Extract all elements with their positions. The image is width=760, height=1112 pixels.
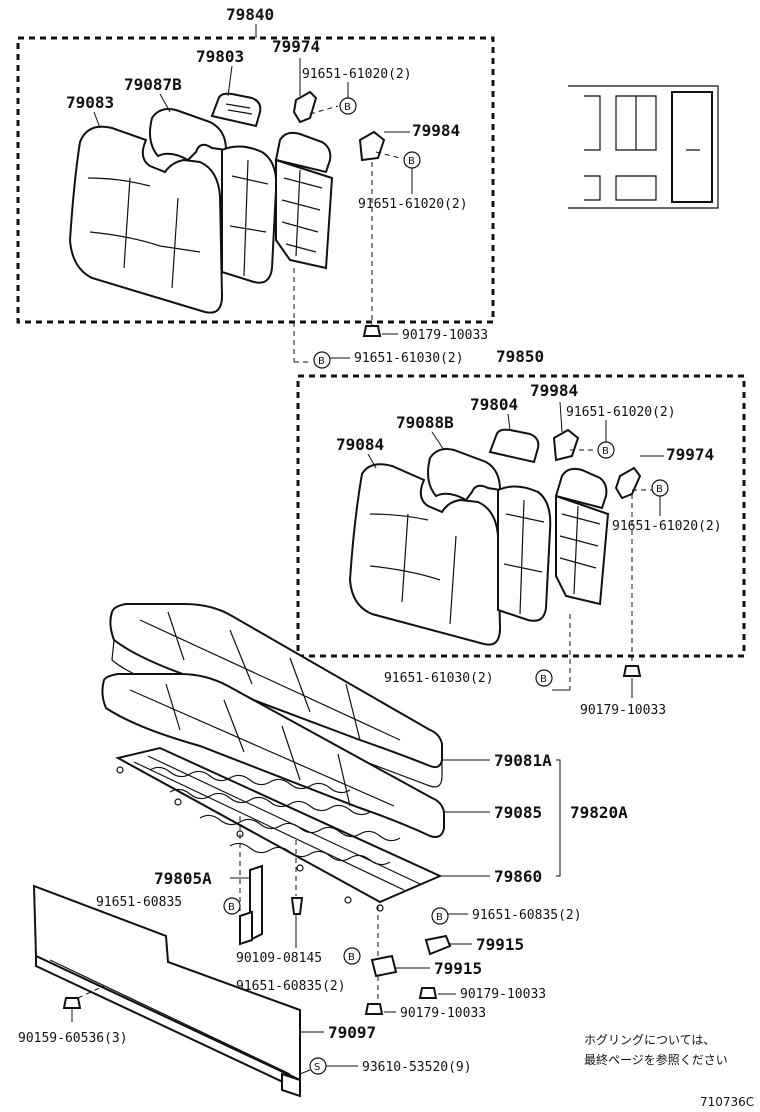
seatback-pad-79088b: [427, 448, 552, 622]
bolt-marker-b-9: [343, 947, 361, 965]
nut-90179-top: 90179-10033: [362, 325, 488, 343]
bracket-79984-lower: B: [552, 428, 615, 462]
seatback-pad-79087b: [149, 108, 278, 284]
front-panel-79097: [32, 884, 301, 1098]
seat-frame-79860: [115, 746, 443, 912]
label-79083: 79083: [66, 93, 114, 112]
svg-text:B: B: [540, 674, 547, 685]
bracket-79915-upper: [424, 934, 472, 956]
label-79081a: 79081A: [494, 751, 552, 770]
bolt-marker-b-3: [313, 351, 331, 369]
seat-layout-thumbnail: [568, 85, 719, 209]
svg-text:B: B: [408, 156, 415, 167]
bracket-79974-lower: B: [614, 466, 669, 500]
bracket-79984-top: B: [358, 130, 421, 169]
label-79974-lower: 79974: [666, 445, 714, 464]
seatback-cushion-79084: [348, 463, 502, 646]
nut-90179-right: [418, 987, 456, 999]
label-90179-10033-b: 90179-10033: [580, 703, 666, 718]
label-79840: 79840: [226, 5, 274, 24]
leg-bracket-79805a: [239, 864, 263, 946]
label-79803: 79803: [196, 47, 244, 66]
seatback-frame-79803: [210, 92, 334, 270]
label-91651-61020-d: 91651-61020(2): [612, 519, 722, 534]
note-line-2: 最終ページを参照ください: [584, 1052, 728, 1067]
label-91651-60835-c: 91651-60835(2): [236, 979, 346, 994]
label-90109-08145: 90109-08145: [236, 951, 322, 966]
svg-text:B: B: [656, 484, 663, 495]
svg-text:S: S: [314, 1062, 320, 1073]
bolt-marker-b-8: [431, 907, 449, 925]
screw-90159: [62, 997, 82, 1022]
label-79984-lower: 79984: [530, 381, 578, 400]
label-91651-60835-b: 91651-60835(2): [472, 908, 582, 923]
label-91651-60835-a: 91651-60835: [96, 895, 182, 910]
label-91651-61030-a: 91651-61030(2): [354, 351, 464, 366]
figure-code: 710736C: [700, 1095, 754, 1109]
seat-pad-79085: [101, 673, 445, 838]
seatback-cushion-79083: [68, 125, 224, 314]
group-box-79840: [16, 36, 495, 324]
seatback-frame-79804: [488, 428, 610, 606]
svg-text:B: B: [228, 902, 235, 913]
label-93610-53520: 93610-53520(9): [362, 1060, 472, 1075]
note-line-1: ホグリングについては、: [584, 1033, 715, 1047]
group-box-79850: [296, 374, 746, 658]
label-79088b: 79088B: [396, 413, 454, 432]
label-79097: 79097: [328, 1023, 376, 1042]
label-79860: 79860: [494, 867, 542, 886]
bracket-79974-top: B: [292, 90, 357, 124]
svg-text:B: B: [348, 952, 355, 963]
label-90179-10033-c: 90179-10033: [460, 987, 546, 1002]
svg-text:B: B: [344, 102, 351, 113]
label-79915-lower: 79915: [434, 959, 482, 978]
label-79084: 79084: [336, 435, 384, 454]
label-79850: 79850: [496, 347, 544, 366]
bracket-79915-lower: [370, 954, 430, 978]
nut-90179-lower-right: [622, 665, 642, 698]
label-79804: 79804: [470, 395, 518, 414]
bolt-marker-b-6: [535, 669, 553, 687]
label-91651-61030-b: 91651-61030(2): [384, 671, 494, 686]
label-91651-61020-c: 91651-61020(2): [566, 405, 676, 420]
svg-text:B: B: [436, 912, 443, 923]
screw-90109: [290, 897, 304, 948]
label-79974-top: 79974: [272, 37, 320, 56]
label-79984-top: 79984: [412, 121, 460, 140]
label-79915-upper: 79915: [476, 935, 524, 954]
label-91651-61020-b: 91651-61020(2): [358, 197, 468, 212]
label-90179-10033-d: 90179-10033: [400, 1006, 486, 1021]
label-79087b: 79087B: [124, 75, 182, 94]
label-90179-10033-a: 90179-10033: [402, 328, 488, 343]
nut-90179-center: [364, 1003, 396, 1015]
bolt-marker-b-7: [223, 897, 241, 915]
label-91651-61020-a: 91651-61020(2): [302, 67, 412, 82]
label-90159-60536: 90159-60536(3): [18, 1031, 128, 1046]
svg-text:B: B: [318, 356, 325, 367]
label-79820a: 79820A: [570, 803, 628, 822]
label-79805a: 79805A: [154, 869, 212, 888]
svg-text:B: B: [602, 446, 609, 457]
label-79085: 79085: [494, 803, 542, 822]
